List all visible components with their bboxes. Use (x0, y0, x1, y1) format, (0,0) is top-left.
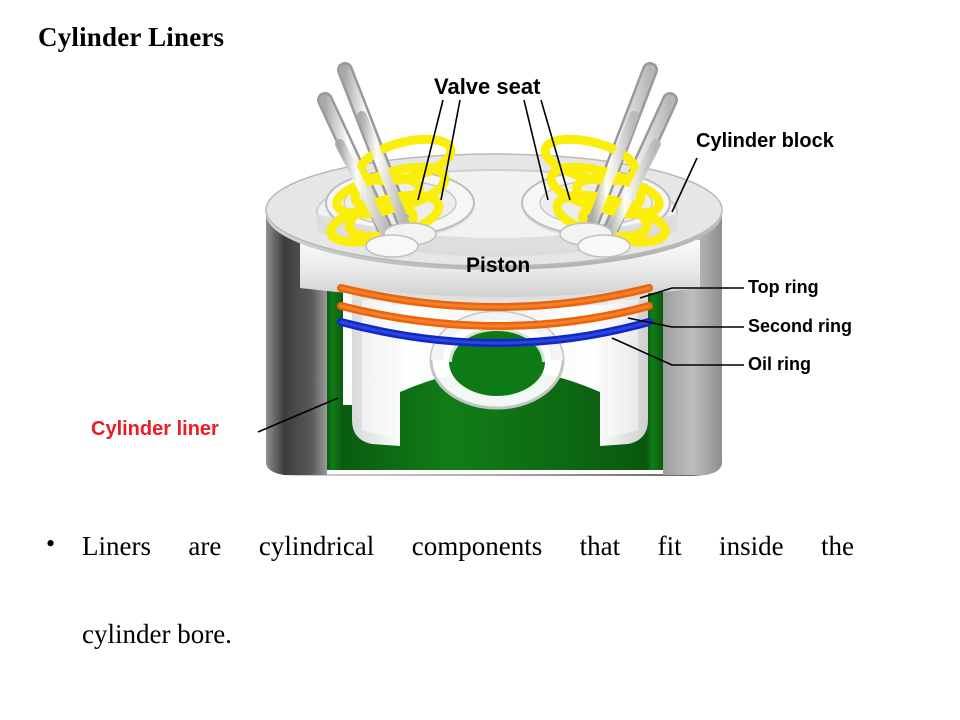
leader-cylinder-liner (257, 397, 339, 433)
list-item: • Liners are cylindrical components that… (46, 524, 858, 656)
label-valve-seat: Valve seat (434, 74, 541, 99)
label-cylinder-liner: Cylinder liner (91, 418, 219, 440)
label-top-ring: Top ring (748, 277, 819, 297)
bullet-marker: • (46, 529, 56, 558)
piston-rings (337, 284, 653, 347)
leader-valve-seat-2 (440, 99, 461, 201)
leader-lines (257, 99, 744, 433)
leader-valve-seat-3 (523, 99, 549, 201)
leader-top-ring (639, 287, 744, 299)
cylinder-cutaway-graphic (257, 62, 744, 476)
label-cylinder-block: Cylinder block (696, 130, 834, 152)
label-piston: Piston (466, 254, 531, 277)
page-title: Cylinder Liners (38, 22, 225, 52)
leader-valve-seat-1 (417, 99, 444, 201)
bullet-list: • Liners are cylindrical components that… (46, 524, 858, 656)
leader-second-ring (627, 317, 744, 328)
label-second-ring: Second ring (748, 316, 853, 336)
bullet-text-line2: cylinder bore. (82, 619, 232, 649)
leader-cylinder-block (671, 157, 698, 213)
engine-cylinder-diagram: Valve seat Cylinder block Piston Top rin… (91, 62, 853, 476)
label-oil-ring: Oil ring (748, 354, 811, 374)
leader-valve-seat-4 (540, 99, 571, 201)
bullet-text-line1: Liners are cylindrical components that f… (82, 531, 854, 561)
bullet-text: Liners are cylindrical components that f… (82, 524, 854, 656)
cylinder-liner-left-strip (327, 278, 343, 470)
valve-assembly-right (540, 62, 678, 258)
valve-assembly-left (317, 62, 456, 258)
cylinder-liner-right-strip (647, 278, 663, 470)
leader-oil-ring (611, 337, 744, 366)
